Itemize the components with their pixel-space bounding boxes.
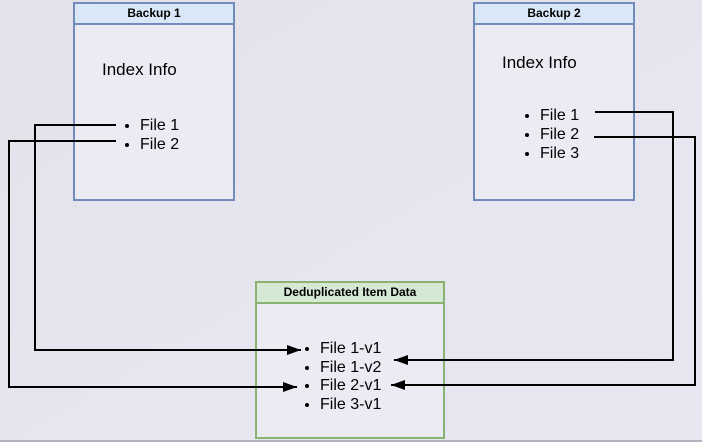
bullet-icon: [525, 132, 529, 137]
node-backup-1: Backup 1 Index Info File 1 File 2: [73, 2, 235, 201]
bullet-icon: [305, 402, 309, 407]
backup-1-file-list: File 1 File 2: [125, 116, 179, 154]
file-label: File 2: [140, 135, 180, 153]
node-backup-2: Backup 2 Index Info File 1 File 2 File 3: [473, 2, 635, 201]
bullet-icon: [525, 151, 529, 156]
file-label: File 3-v1: [320, 395, 382, 413]
list-item: File 2-v1: [305, 377, 381, 396]
list-item: File 1-v1: [305, 340, 381, 359]
file-label: File 1: [540, 106, 580, 124]
file-label: File 3: [540, 144, 580, 162]
node-deduplicated-item-data: Deduplicated Item Data File 1-v1 File 1-…: [255, 281, 445, 439]
window-bottom-edge: [0, 440, 702, 442]
list-item: File 3: [525, 144, 579, 163]
bullet-icon: [305, 347, 309, 352]
list-item: File 1: [125, 116, 179, 135]
file-label: File 2-v1: [320, 377, 382, 395]
list-item: File 1-v2: [305, 359, 381, 378]
bullet-icon: [305, 365, 309, 370]
list-item: File 1: [525, 106, 579, 125]
list-item: File 2: [525, 125, 579, 144]
backup-2-index-info-label: Index Info: [502, 53, 577, 72]
file-label: File 2: [540, 125, 580, 143]
backup-2-file-list: File 1 File 2 File 3: [525, 106, 579, 163]
bullet-icon: [125, 142, 129, 147]
list-item: File 3-v1: [305, 396, 381, 415]
file-label: File 1: [140, 116, 180, 134]
file-label: File 1-v2: [320, 358, 382, 376]
dedup-file-list: File 1-v1 File 1-v2 File 2-v1 File 3-v1: [305, 340, 381, 414]
bullet-icon: [525, 113, 529, 118]
bullet-icon: [305, 384, 309, 389]
node-backup-2-title: Backup 2: [475, 4, 633, 25]
backup-1-index-info-label: Index Info: [102, 60, 177, 79]
list-item: File 2: [125, 135, 179, 154]
node-backup-1-title: Backup 1: [75, 4, 233, 25]
file-label: File 1-v1: [320, 340, 382, 358]
node-dedup-title: Deduplicated Item Data: [257, 283, 443, 304]
bullet-icon: [125, 123, 129, 128]
